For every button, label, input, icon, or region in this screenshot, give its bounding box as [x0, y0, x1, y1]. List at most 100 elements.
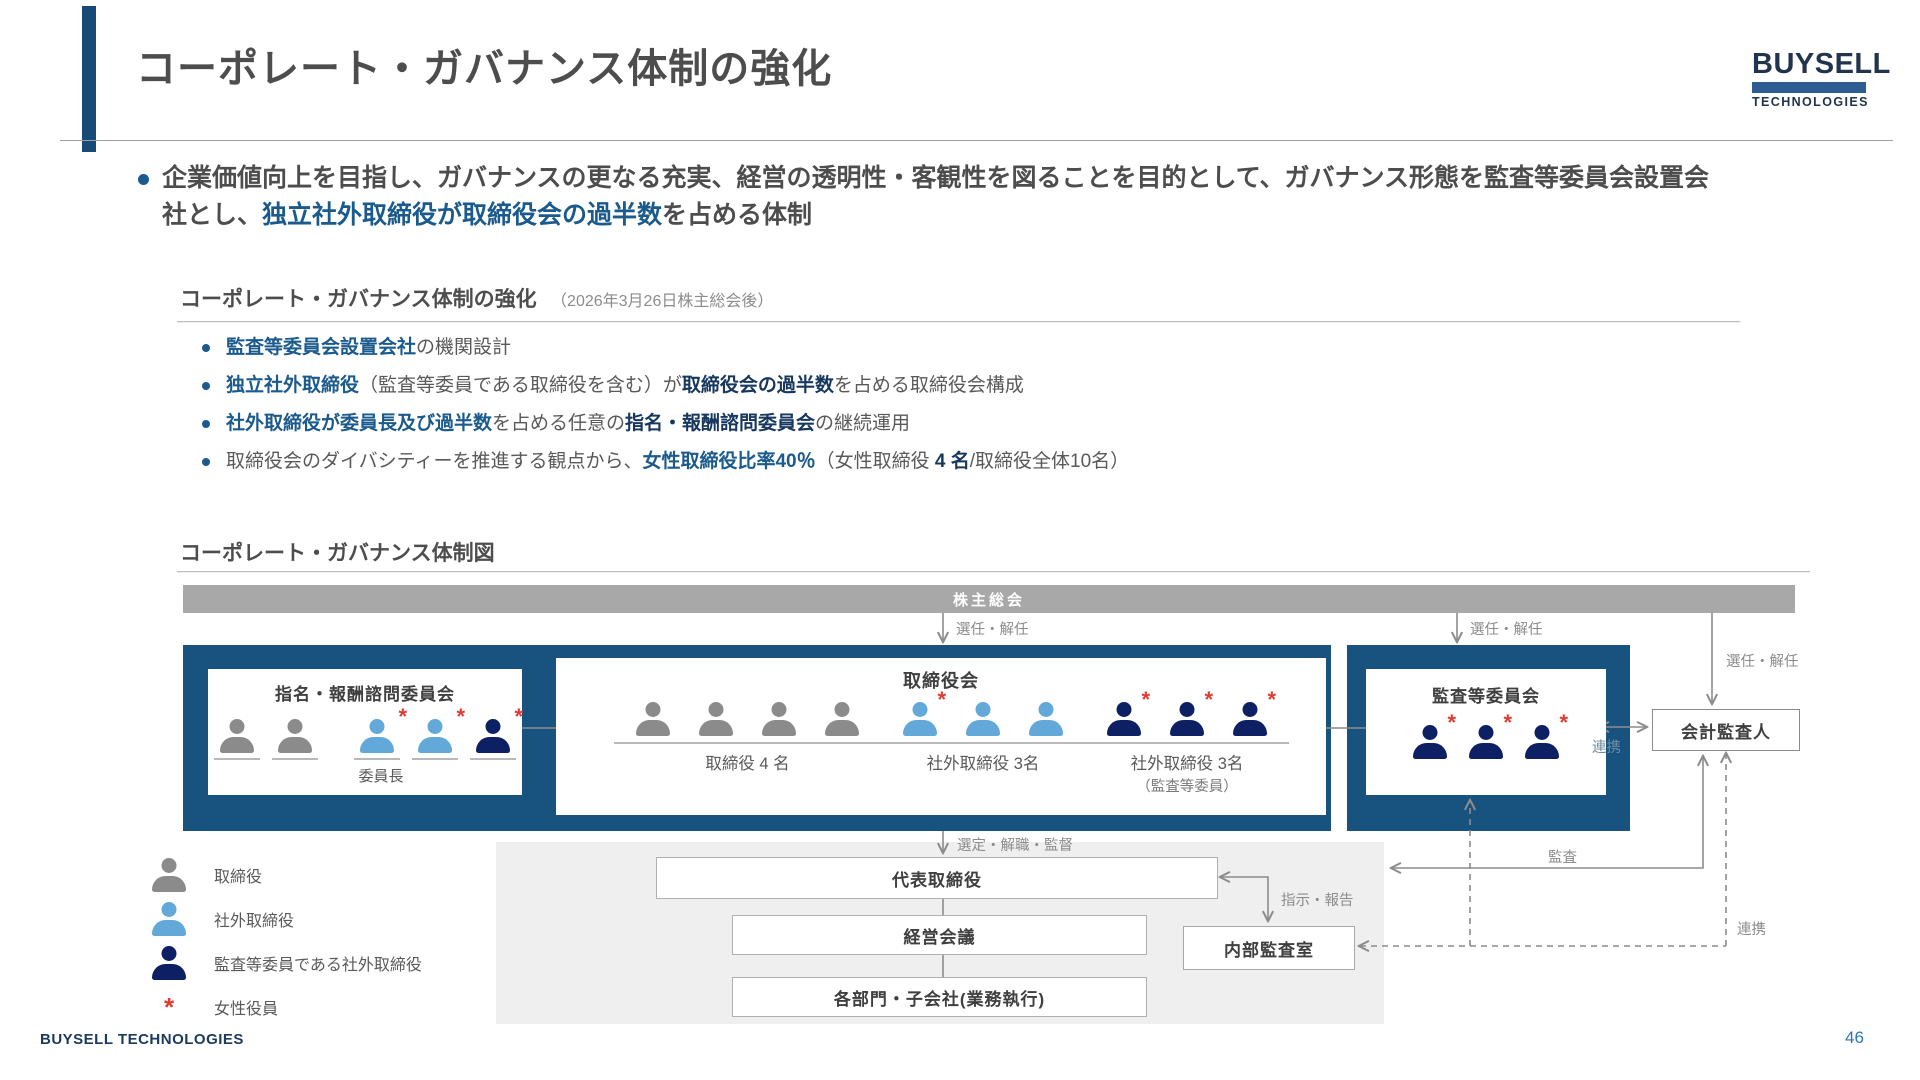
intro-statement: 企業価値向上を目指し、ガバナンスの更なる充実、経営の透明性・客観性を図ることを目…: [136, 160, 1736, 234]
bullet-dot-icon: [138, 174, 149, 185]
text-segment: 独立社外取締役が取締役会の過半数: [262, 201, 663, 229]
female-officer-marker-icon: *: [1267, 687, 1276, 712]
female-officer-marker-icon: *: [456, 704, 465, 729]
board-member-groups: 取締役 4 名 * 社外取締役 3名 *** 社外取締役 3名 （監査等委員）: [556, 689, 1326, 796]
logo-bar: [1752, 82, 1866, 93]
text-segment: の継続運用: [815, 412, 911, 434]
list-item: 社外取締役が委員長及び過半数を占める任意の指名・報酬諮問委員会の継続運用: [200, 412, 1129, 435]
person-glyph: [697, 702, 735, 736]
person-glyph: [1467, 725, 1505, 759]
logo-wordmark: BUYSELL: [1752, 48, 1891, 80]
text-segment: 取締役会の過半数: [681, 374, 834, 396]
person-glyph: [1523, 725, 1561, 759]
text-segment: 指名・報酬諮問委員会: [625, 412, 816, 434]
section1-divider: [177, 321, 1740, 323]
female-officer-marker-icon: *: [398, 704, 407, 729]
person-glyph: [823, 702, 861, 736]
text-segment: /取締役全体10名）: [969, 450, 1130, 472]
text-segment: を占める体制: [662, 201, 813, 229]
legend-label: 女性役員: [214, 1001, 279, 1018]
director-person-icon: [150, 858, 188, 892]
text-segment: を占める任意の: [492, 412, 626, 434]
text-segment: 取締役会のダイバシティーを推進する観点から、: [226, 450, 643, 472]
female-officer-marker-icon: *: [163, 992, 175, 1022]
nomination-committee-title: 指名・報酬諮問委員会: [275, 685, 455, 704]
person-glyph: [474, 719, 512, 753]
person-glyph: [1411, 725, 1449, 759]
company-logo: BUYSELL TECHNOLOGIES: [1752, 48, 1891, 109]
person-glyph: [218, 719, 256, 753]
person-icon-blue: [964, 702, 1002, 736]
list-item: 独立社外取締役（監査等委員である取締役を含む）が取締役会の過半数を占める取締役会…: [200, 374, 1129, 397]
audit-committee-box: 監査等委員会 * * *: [1366, 669, 1606, 795]
person-glyph: [276, 719, 314, 753]
text-segment: 4 名: [934, 450, 970, 472]
legend-item-audit-member-director: 監査等委員である社外取締役: [150, 946, 422, 980]
legend-label: 社外取締役: [214, 913, 295, 930]
page-number: 46: [1845, 1028, 1864, 1047]
page-title: コーポレート・ガバナンス体制の強化: [136, 47, 833, 91]
person-icon-blue: *: [354, 706, 407, 760]
audit-label: 監査: [1548, 850, 1577, 866]
header-divider: [60, 140, 1893, 141]
person-icon-navy: *: [1105, 689, 1150, 736]
departments-box: 各部門・子会社(業務執行): [732, 977, 1147, 1017]
outside-director-person-icon: [150, 902, 188, 936]
board-of-directors-box: 取締役会 取締役 4 名 * 社外取締役 3名 *** 社外取締役 3名 （監査…: [556, 658, 1326, 815]
person-icon-gray: [272, 719, 318, 760]
person-glyph: [964, 702, 1002, 736]
text-segment: 女性取締役比率40％: [642, 450, 816, 472]
person-icon-navy: *: [470, 706, 523, 760]
instruct-report-label: 指示・報告: [1281, 893, 1354, 909]
person-glyph: [416, 719, 454, 753]
legend-label: 監査等委員である社外取締役: [214, 957, 422, 974]
female-officer-marker-icon: *: [1559, 710, 1568, 735]
internal-directors-group: 取締役 4 名: [614, 702, 881, 796]
person-glyph: [1168, 702, 1206, 736]
intro-text: 企業価値向上を目指し、ガバナンスの更なる充実、経営の透明性・客観性を図ることを目…: [162, 160, 1727, 234]
text-segment: （監査等委員である取締役を含む）が: [359, 374, 682, 396]
person-icon-navy: *: [1467, 712, 1512, 759]
legend-item-female-officer: * 女性役員: [150, 994, 278, 1020]
text-segment: 独立社外取締役: [226, 374, 360, 396]
audit-member-directors-icons: * * *: [1085, 689, 1289, 744]
internal-audit-office-box: 内部監査室: [1183, 926, 1355, 970]
appoint-dismiss-label-board: 選任・解任: [956, 622, 1029, 638]
person-glyph: [1105, 702, 1143, 736]
audit-committee-members: * * *: [1366, 712, 1606, 759]
cooperation-label-committee-auditor: 連携: [1592, 740, 1621, 756]
female-officer-marker-icon: *: [1503, 710, 1512, 735]
female-officer-marker-icon: *: [514, 704, 523, 729]
text-segment: 監査等委員会設置会社: [226, 337, 417, 358]
audit-member-directors-label: 社外取締役 3名: [1130, 755, 1244, 773]
legend-item-outside-director: 社外取締役: [150, 902, 294, 936]
audit-committee-title: 監査等委員会: [1432, 687, 1540, 706]
shareholders-meeting-label: 株主総会: [952, 591, 1025, 609]
person-glyph: [358, 719, 396, 753]
section1-subtitle: （2026年3月26日株主総会後）: [551, 293, 774, 310]
internal-directors-icons: [614, 702, 881, 744]
title-accent-bar: [82, 6, 96, 152]
list-item: 監査等委員会設置会社の機関設計: [200, 337, 1129, 359]
cooperation-label-internal-audit: 連携: [1737, 922, 1766, 938]
management-meeting-box: 経営会議: [732, 915, 1147, 955]
appoint-dismiss-label-auditor: 選任・解任: [1726, 654, 1799, 670]
logo-subtext: TECHNOLOGIES: [1752, 95, 1869, 109]
person-icon-navy: *: [1168, 689, 1213, 736]
person-icon-gray: [697, 702, 735, 736]
person-icon-blue: *: [901, 689, 946, 736]
section1-title: コーポレート・ガバナンス体制の強化: [180, 288, 537, 311]
representative-director-box: 代表取締役: [656, 857, 1218, 899]
person-glyph: [1231, 702, 1269, 736]
text-segment: を占める取締役会構成: [833, 374, 1024, 396]
person-icon-navy: *: [1523, 712, 1568, 759]
audit-member-person-icon: [150, 946, 188, 980]
appoint-dismiss-label-audit-committee: 選任・解任: [1470, 622, 1543, 638]
audit-member-directors-group: *** 社外取締役 3名 （監査等委員）: [1085, 689, 1289, 796]
female-officer-marker-icon: *: [937, 687, 946, 712]
governance-points-list: 監査等委員会設置会社の機関設計 独立社外取締役（監査等委員である取締役を含む）が…: [200, 337, 1130, 490]
outside-directors-icons: *: [881, 689, 1085, 744]
board-title: 取締役会: [903, 671, 979, 691]
person-icon-navy: *: [1411, 712, 1456, 759]
